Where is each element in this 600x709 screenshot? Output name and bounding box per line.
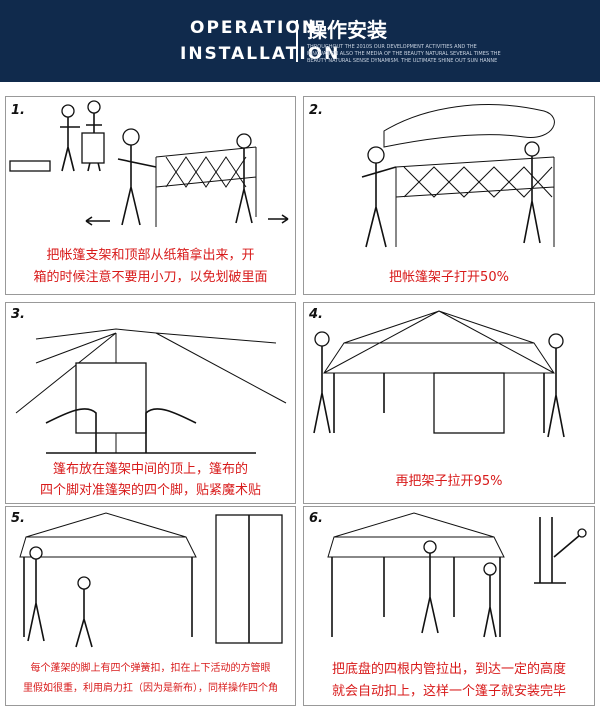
step-6-caption-line2: 就会自动扣上，这样一个篷子就安装完毕 [304, 681, 594, 702]
header-title-cn: 操作安装 [307, 14, 387, 43]
step-3-panel: 3. 篷布放在篷架中间的顶上，篷布的 四个脚对准篷架的四个脚，贴紧魔术贴 [5, 302, 296, 504]
step-1-caption-line1: 把帐篷支架和顶部从纸箱拿出来，开 [6, 245, 295, 266]
step-1-panel: 1. 把帐篷支架和顶部从纸箱拿出来，开 箱的时候注意不要用小刀，以免划破里面 [5, 96, 296, 295]
step-5-panel: 5. 每个蓬架的脚上有四个弹簧扣，扣在上下活动的方管眼 里假如很重，利用肩力扛（… [5, 506, 296, 706]
step-2-caption: 把帐篷架子打开50% [304, 267, 594, 288]
step-2-panel: 2. 把帐篷架子打开50% [303, 96, 595, 295]
step-5-caption-line2: 里假如很重，利用肩力扛（因为是新布），同样操作四个角 [6, 679, 295, 698]
step-1-caption-line2: 箱的时候注意不要用小刀，以免划破里面 [6, 267, 295, 288]
step-6-panel: 6. 把底盘的四根内管拉出，到达一定的高度 就会自动扣上，这样一个篷子就安装完毕 [303, 506, 595, 706]
step-3-caption-line1: 篷布放在篷架中间的顶上，篷布的 [6, 459, 295, 480]
step-6-caption-line1: 把底盘的四根内管拉出，到达一定的高度 [304, 659, 594, 680]
header-fine-print: THROUGHOUT THE 2010S OUR DEVELOPMENT ACT… [307, 44, 507, 65]
page-header: OPERATION INSTALLATION 操作安装 THROUGHOUT T… [0, 0, 600, 82]
header-divider [296, 20, 298, 62]
step-4-caption: 再把架子拉开95% [304, 471, 594, 492]
step-3-caption-line2: 四个脚对准篷架的四个脚，贴紧魔术贴 [6, 480, 295, 501]
header-title-en-line1: OPERATION [190, 18, 318, 38]
step-4-panel: 4. 再把架子拉开95% [303, 302, 595, 504]
step-2-illustration [304, 97, 594, 294]
step-5-caption-line1: 每个蓬架的脚上有四个弹簧扣，扣在上下活动的方管眼 [6, 659, 295, 678]
